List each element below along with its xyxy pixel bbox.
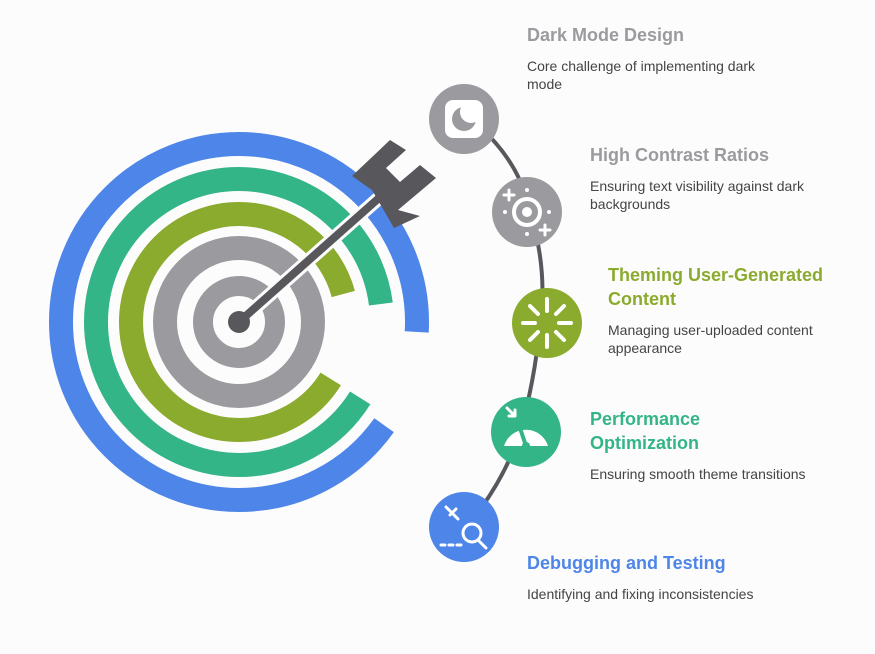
item-performance-optimization: Performance Optimization Ensuring smooth… — [590, 407, 810, 483]
item-title: Performance Optimization — [590, 409, 701, 453]
item-description: Core challenge of implementing dark mode — [527, 58, 756, 92]
ring-olive — [119, 202, 359, 442]
item-description: Ensuring smooth theme transitions — [590, 466, 806, 482]
item-high-contrast-ratios: High Contrast Ratios Ensuring text visib… — [590, 143, 830, 213]
item-dark-mode-design: Dark Mode Design Core challenge of imple… — [527, 23, 757, 93]
arrow-fletching — [352, 140, 436, 228]
item-description: Identifying and fixing inconsistencies — [527, 586, 754, 602]
item-theming-user-generated-content: Theming User-Generated Content Managing … — [608, 263, 828, 357]
item-description: Ensuring text visibility against dark ba… — [590, 178, 804, 212]
arrow-tip — [228, 311, 250, 333]
item-title: Theming User-Generated Content — [608, 265, 824, 309]
ring-gray-inner — [193, 276, 285, 368]
item-title: Debugging and Testing — [527, 553, 726, 573]
item-title: Dark Mode Design — [527, 25, 685, 45]
item-description: Managing user-uploaded content appearanc… — [608, 322, 813, 356]
loader-burst-icon — [512, 288, 582, 358]
ring-green — [84, 167, 394, 477]
speedometer-icon — [491, 397, 561, 467]
contrast-target-icon — [492, 177, 562, 247]
moon-icon — [429, 84, 499, 154]
arrow — [228, 140, 436, 333]
bug-search-icon — [429, 492, 499, 562]
ring-blue — [49, 132, 429, 512]
item-debugging-and-testing: Debugging and Testing Identifying and fi… — [527, 551, 787, 603]
target — [49, 132, 429, 512]
ring-gray-outer — [153, 236, 325, 408]
item-title: High Contrast Ratios — [590, 145, 770, 165]
